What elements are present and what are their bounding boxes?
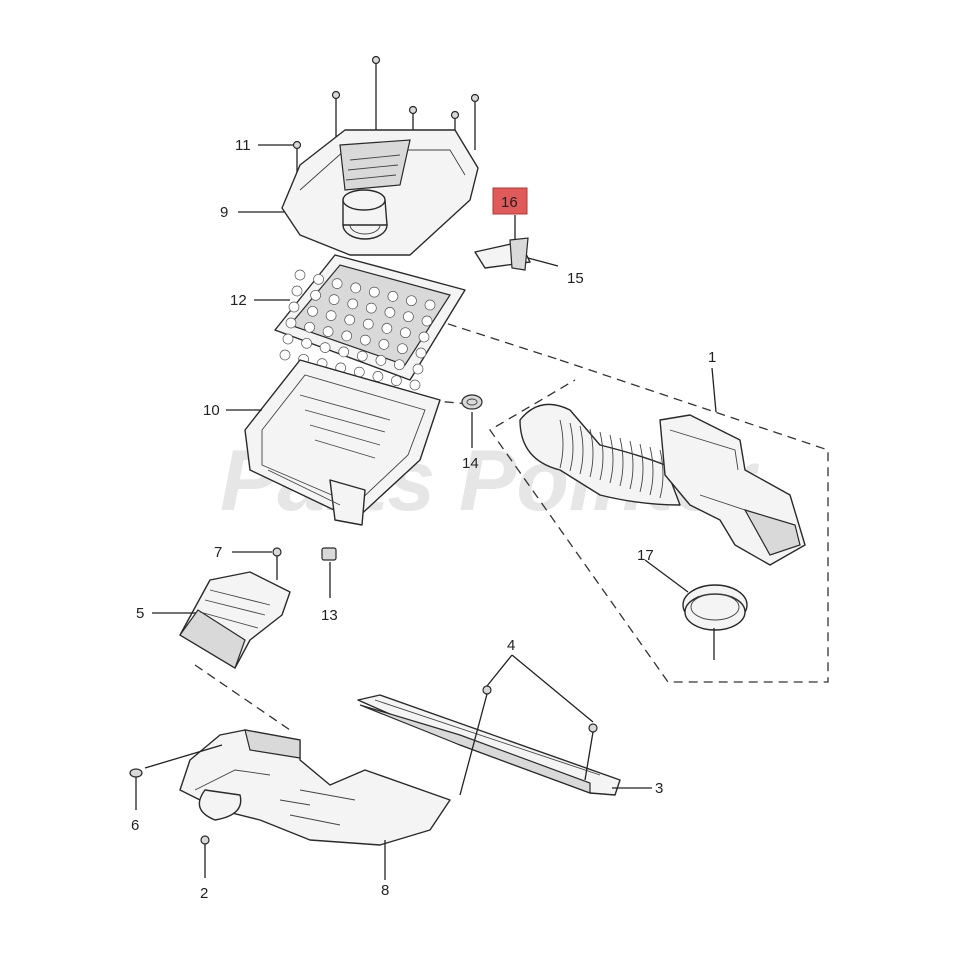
filter-cell <box>356 350 368 362</box>
highlight-box-16 <box>492 187 528 215</box>
filter-cell <box>406 295 417 307</box>
bolt-part-2 <box>200 835 210 878</box>
filter-cell <box>421 315 433 327</box>
filter-cell <box>391 375 402 387</box>
filter-cell <box>313 273 324 285</box>
filter-cell <box>418 331 430 343</box>
filter-cell <box>368 286 380 298</box>
callout-13: 13 <box>321 607 338 624</box>
hose-rib <box>579 425 584 475</box>
filter-cell <box>381 323 393 334</box>
grommet-part-14 <box>461 394 483 448</box>
callout-3: 3 <box>655 780 663 797</box>
air-cleaner-housing-lower <box>244 359 441 526</box>
filter-cell <box>394 359 405 371</box>
hose-rib <box>609 434 614 484</box>
hose-rib <box>559 419 564 469</box>
callout-8: 8 <box>381 882 389 899</box>
filter-cell <box>304 321 315 333</box>
filter-cell <box>307 305 318 317</box>
filter-cell <box>365 302 377 314</box>
filter-cell <box>325 310 337 321</box>
air-inlet-duct <box>179 547 291 669</box>
filter-cell <box>359 334 371 346</box>
filter-cell <box>403 311 414 323</box>
callout-11: 11 <box>235 137 251 154</box>
callout-14: 14 <box>462 455 479 472</box>
hose-rib <box>599 431 604 481</box>
callout-12: 12 <box>230 292 247 309</box>
clip-part-13 <box>321 547 337 598</box>
callout-5: 5 <box>136 605 144 622</box>
callout-17: 17 <box>637 547 654 564</box>
intake-scoop-lower <box>179 729 451 846</box>
hose-rib <box>569 422 574 472</box>
nut-part-6 <box>129 768 143 810</box>
clamp-part-17 <box>682 584 748 660</box>
callout-6: 6 <box>131 817 139 834</box>
hose-rib <box>659 449 664 499</box>
filter-cell <box>362 318 374 330</box>
filter-cell <box>384 307 396 318</box>
hose-rib <box>629 440 634 490</box>
hose-rib <box>649 446 654 496</box>
callout-leaders <box>144 144 717 880</box>
filter-cell <box>341 330 353 342</box>
filter-cell <box>347 298 359 310</box>
filter-cell <box>310 289 321 301</box>
callout-10: 10 <box>203 402 220 419</box>
filter-cell <box>397 343 408 355</box>
filter-cell <box>294 269 306 281</box>
filter-cell <box>412 363 424 375</box>
filter-cell <box>375 355 387 366</box>
callout-4: 4 <box>507 637 515 654</box>
filter-cell <box>288 301 300 313</box>
maf-sensor <box>474 215 559 271</box>
hose-rib <box>619 437 624 487</box>
hose-rib <box>589 428 594 478</box>
filter-cell <box>322 326 334 337</box>
filter-cell <box>338 346 350 358</box>
filter-cell <box>424 299 436 311</box>
filter-cell <box>350 282 362 294</box>
intake-duct-hose <box>519 403 806 566</box>
callout-labels: 1 2 3 4 5 6 7 8 9 10 11 12 13 14 15 16 1… <box>131 137 716 902</box>
filter-cell <box>415 347 427 359</box>
filter-cell <box>285 317 297 329</box>
filter-cell <box>378 339 390 350</box>
filter-cell <box>291 285 303 297</box>
callout-16: 16 <box>501 194 518 211</box>
filter-cell <box>331 278 343 289</box>
filter-cell <box>387 291 399 302</box>
callout-1: 1 <box>708 349 716 366</box>
filter-cell <box>372 371 384 382</box>
filter-cell <box>319 342 331 353</box>
intake-scoop-upper <box>357 694 621 796</box>
filter-cell <box>344 314 356 326</box>
callout-15: 15 <box>567 270 584 287</box>
callout-9: 9 <box>220 204 228 221</box>
filter-cell <box>279 349 291 361</box>
filter-cell <box>409 379 421 391</box>
air-filter-element <box>274 254 466 391</box>
air-cleaner-cover <box>281 129 479 256</box>
callout-7: 7 <box>214 544 222 561</box>
filter-cell <box>282 333 294 345</box>
callout-2: 2 <box>200 885 208 902</box>
hose-rib <box>639 443 644 493</box>
filter-cell <box>328 294 340 305</box>
filter-cell <box>400 327 411 339</box>
filter-cell <box>301 337 312 349</box>
